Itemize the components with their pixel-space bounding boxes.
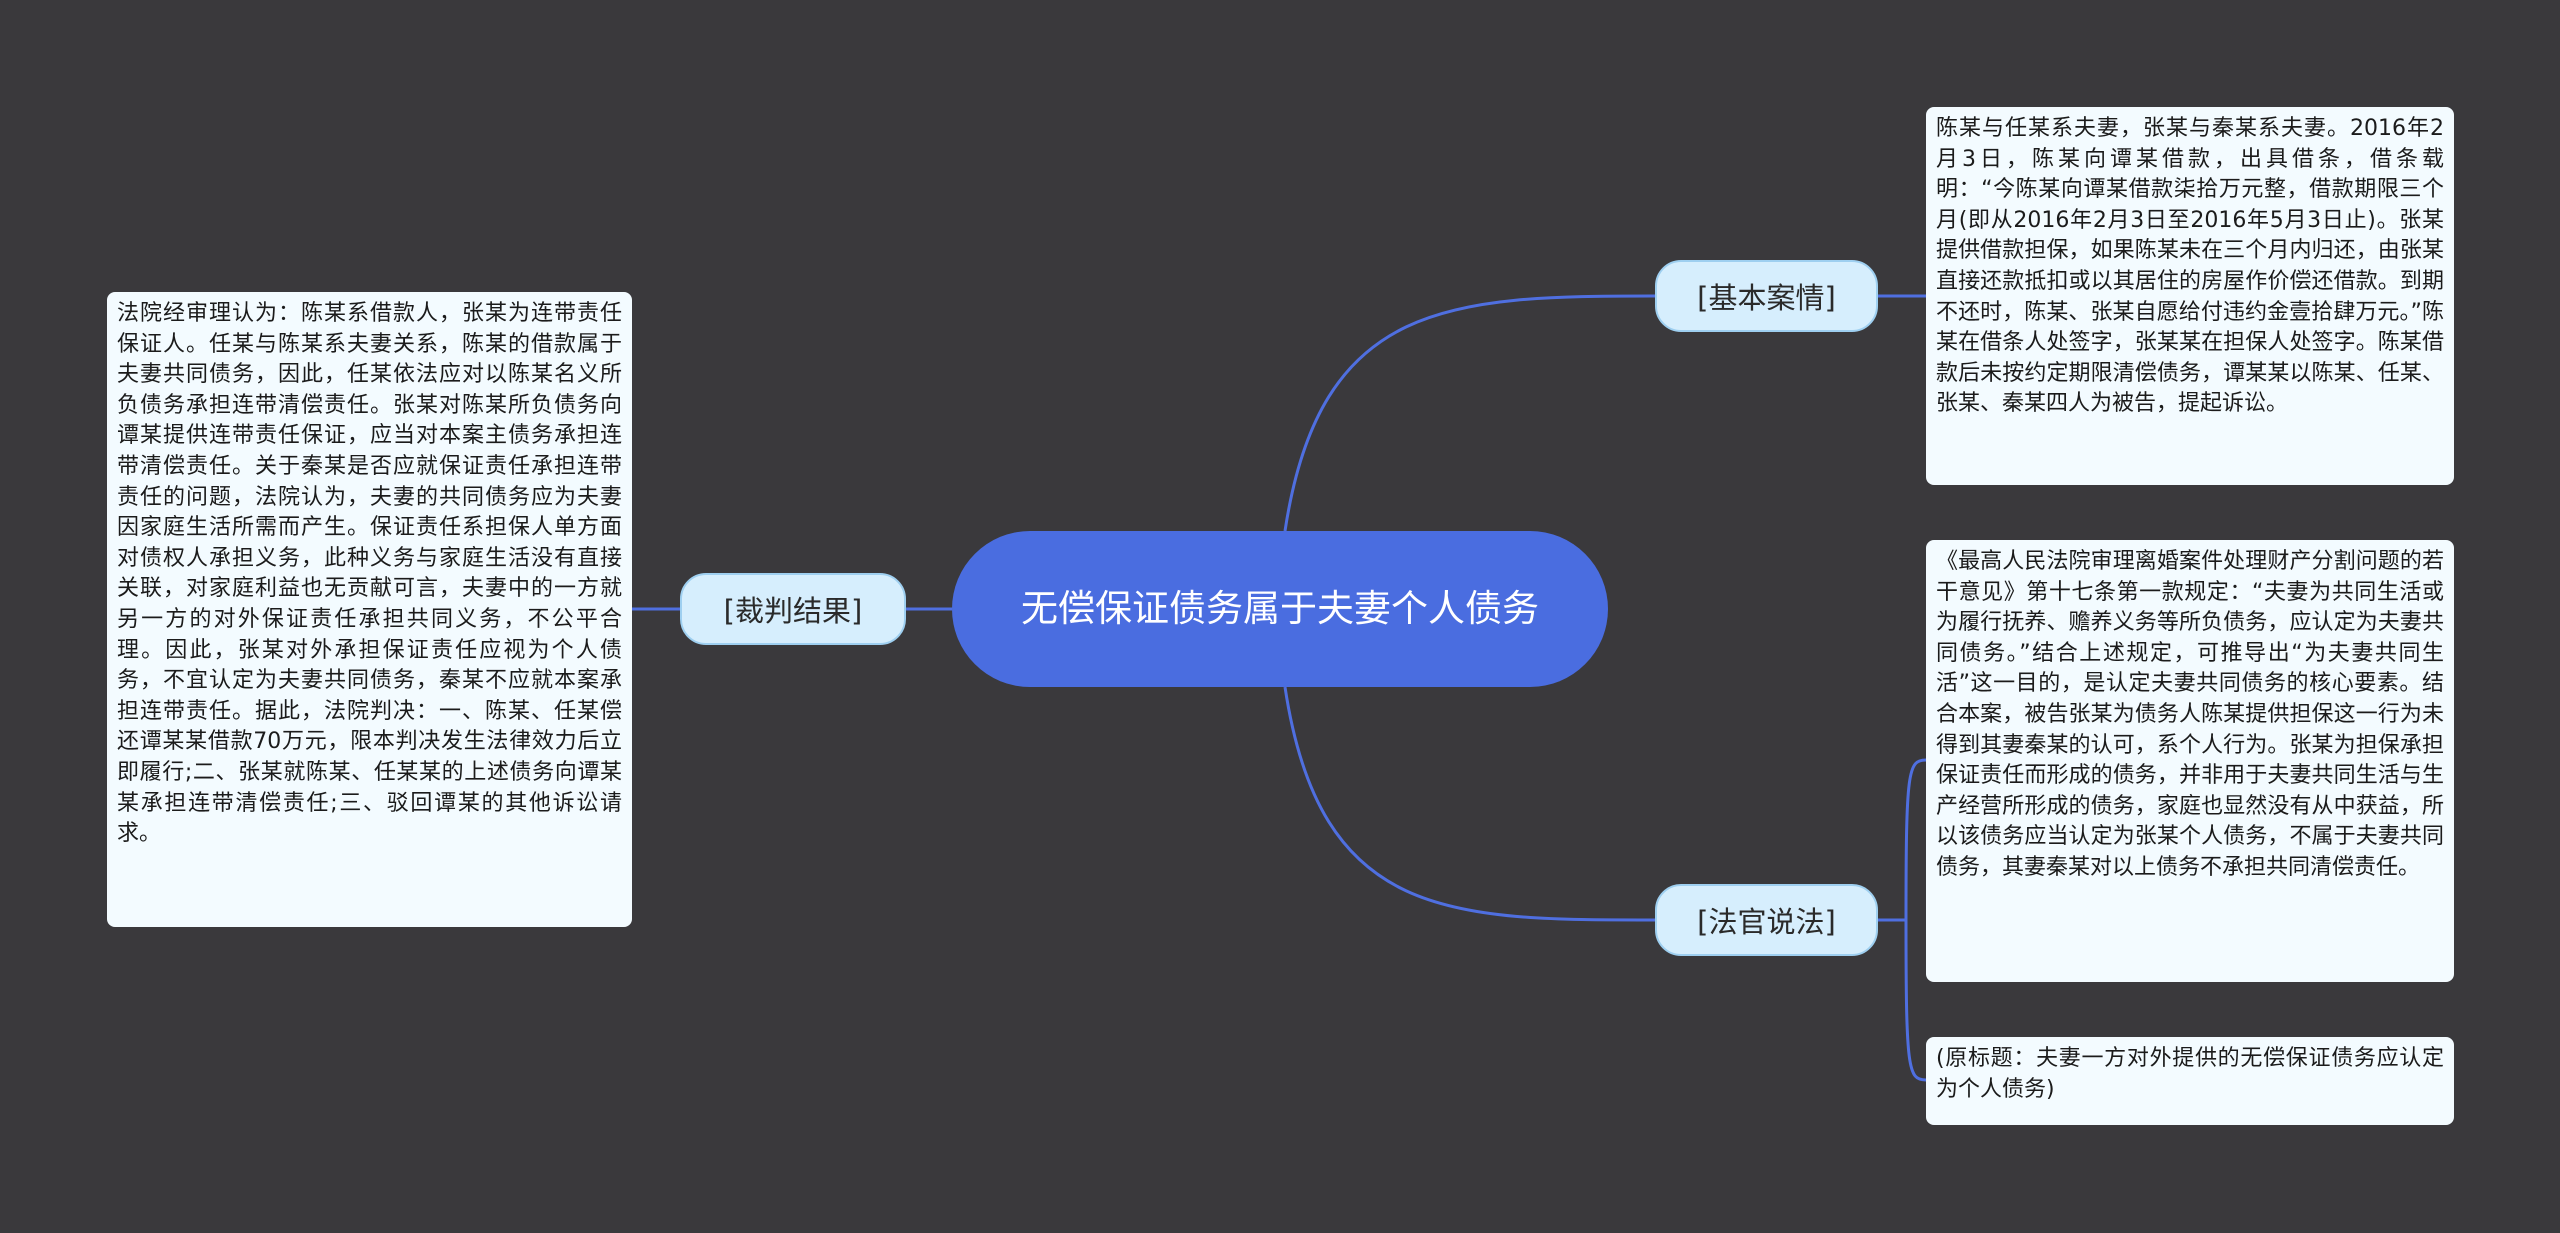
link-judge-note bbox=[1904, 919, 1927, 1082]
link-root-judge bbox=[1283, 686, 1656, 922]
judge-comment-text: 《最高人民法院审理离婚案件处理财产分割问题的若干意见》第十七条第一款规定：“夫妻… bbox=[1936, 549, 2444, 880]
case-facts-text: 陈某与任某系夫妻，张某与秦某系夫妻。2016年2月3日，陈某向谭某借款，出具借条… bbox=[1936, 116, 2444, 417]
branch-judgment[interactable]: [裁判结果] bbox=[680, 573, 906, 645]
judge-comment-card: 《最高人民法院审理离婚案件处理财产分割问题的若干意见》第十七条第一款规定：“夫妻… bbox=[1926, 540, 2454, 982]
central-topic[interactable]: 无偿保证债务属于夫妻个人债务 bbox=[952, 531, 1608, 687]
case-facts-card: 陈某与任某系夫妻，张某与秦某系夫妻。2016年2月3日，陈某向谭某借款，出具借条… bbox=[1926, 107, 2454, 485]
judgment-text: 法院经审理认为：陈某系借款人，张某为连带责任保证人。任某与陈某系夫妻关系，陈某的… bbox=[117, 301, 622, 847]
link-root-case bbox=[1283, 294, 1656, 532]
branch-judgment-label: [裁判结果] bbox=[723, 594, 863, 628]
branch-judge-comment-label: [法官说法] bbox=[1697, 905, 1836, 939]
central-topic-title: 无偿保证债务属于夫妻个人债务 bbox=[1021, 587, 1539, 630]
branch-case-facts[interactable]: [基本案情] bbox=[1655, 260, 1878, 332]
link-judge-card bbox=[1904, 758, 1927, 921]
branch-judge-comment[interactable]: [法官说法] bbox=[1655, 884, 1878, 956]
judgment-card: 法院经审理认为：陈某系借款人，张某为连带责任保证人。任某与陈某系夫妻关系，陈某的… bbox=[107, 292, 632, 927]
original-title-note-text: (原标题：夫妻一方对外提供的无偿保证债务应认定为个人债务) bbox=[1936, 1046, 2444, 1102]
branch-case-facts-label: [基本案情] bbox=[1697, 281, 1836, 315]
original-title-note-card: (原标题：夫妻一方对外提供的无偿保证债务应认定为个人债务) bbox=[1926, 1037, 2454, 1125]
